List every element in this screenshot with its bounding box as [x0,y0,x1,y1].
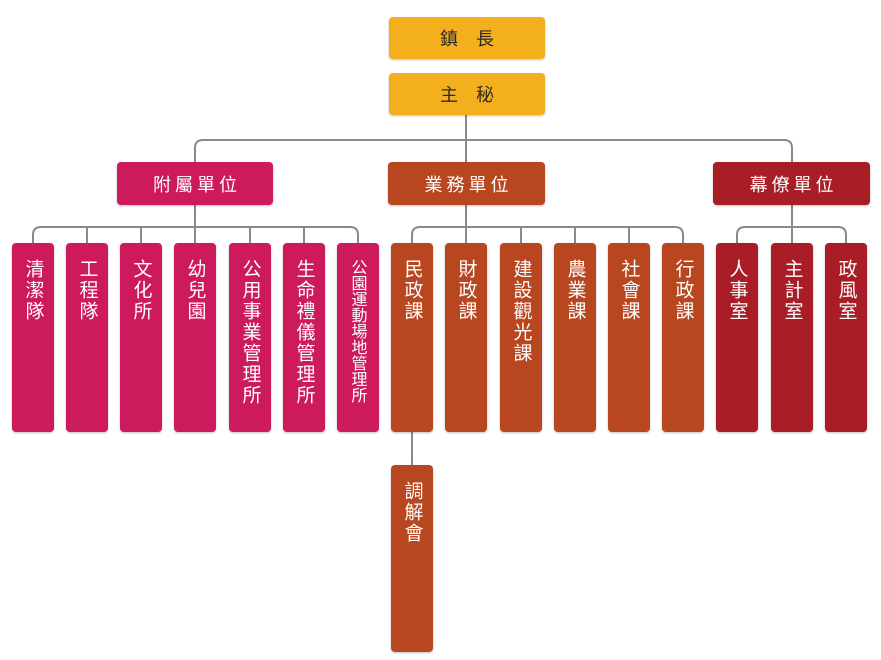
unit-public-utilities: 公用事業管理所 [229,243,271,432]
staff-units-box: 幕僚單位 [713,162,870,205]
affiliated-units-box: 附屬單位 [117,162,273,205]
unit-label: 公園運動場地管理所 [348,259,368,403]
unit-label: 民政課 [401,259,424,322]
unit-label: 建設觀光課 [510,259,533,364]
unit-social-affairs: 社會課 [608,243,650,432]
unit-kindergarten: 幼兒園 [174,243,216,432]
unit-label: 社會課 [618,259,641,322]
unit-label: 農業課 [564,259,587,322]
unit-label: 文化所 [130,259,153,322]
unit-label: 工程隊 [76,259,99,322]
unit-funeral-services: 生命禮儀管理所 [283,243,325,432]
unit-cleaning-team: 清潔隊 [12,243,54,432]
unit-parks-sports: 公園運動場地管理所 [337,243,379,432]
unit-finance: 財政課 [445,243,487,432]
affiliated-units-label: 附屬單位 [153,174,241,196]
unit-agriculture: 農業課 [554,243,596,432]
secretary-box: 主秘 [389,73,545,115]
unit-label: 主計室 [781,259,804,322]
business-units-box: 業務單位 [388,162,545,205]
unit-mediation-committee: 調解會 [391,465,433,652]
unit-label: 財政課 [455,259,478,322]
unit-label: 人事室 [726,259,749,322]
unit-culture-office: 文化所 [120,243,162,432]
mayor-box: 鎮長 [389,17,545,59]
unit-engineering-team: 工程隊 [66,243,108,432]
unit-personnel: 人事室 [716,243,758,432]
unit-accounting: 主計室 [771,243,813,432]
unit-label: 行政課 [672,259,695,322]
unit-label: 政風室 [835,259,858,322]
unit-administration: 行政課 [662,243,704,432]
unit-label: 清潔隊 [22,259,45,322]
unit-ethics: 政風室 [825,243,867,432]
staff-units-label: 幕僚單位 [749,174,838,196]
business-units-label: 業務單位 [424,174,513,196]
unit-construction-tourism: 建設觀光課 [500,243,542,432]
unit-label: 公用事業管理所 [239,259,262,406]
secretary-label: 主秘 [440,85,512,106]
unit-label: 生命禮儀管理所 [293,259,316,406]
unit-civil-affairs: 民政課 [391,243,433,432]
mayor-label: 鎮長 [440,29,512,50]
unit-label: 調解會 [401,481,424,544]
unit-label: 幼兒園 [184,259,207,322]
